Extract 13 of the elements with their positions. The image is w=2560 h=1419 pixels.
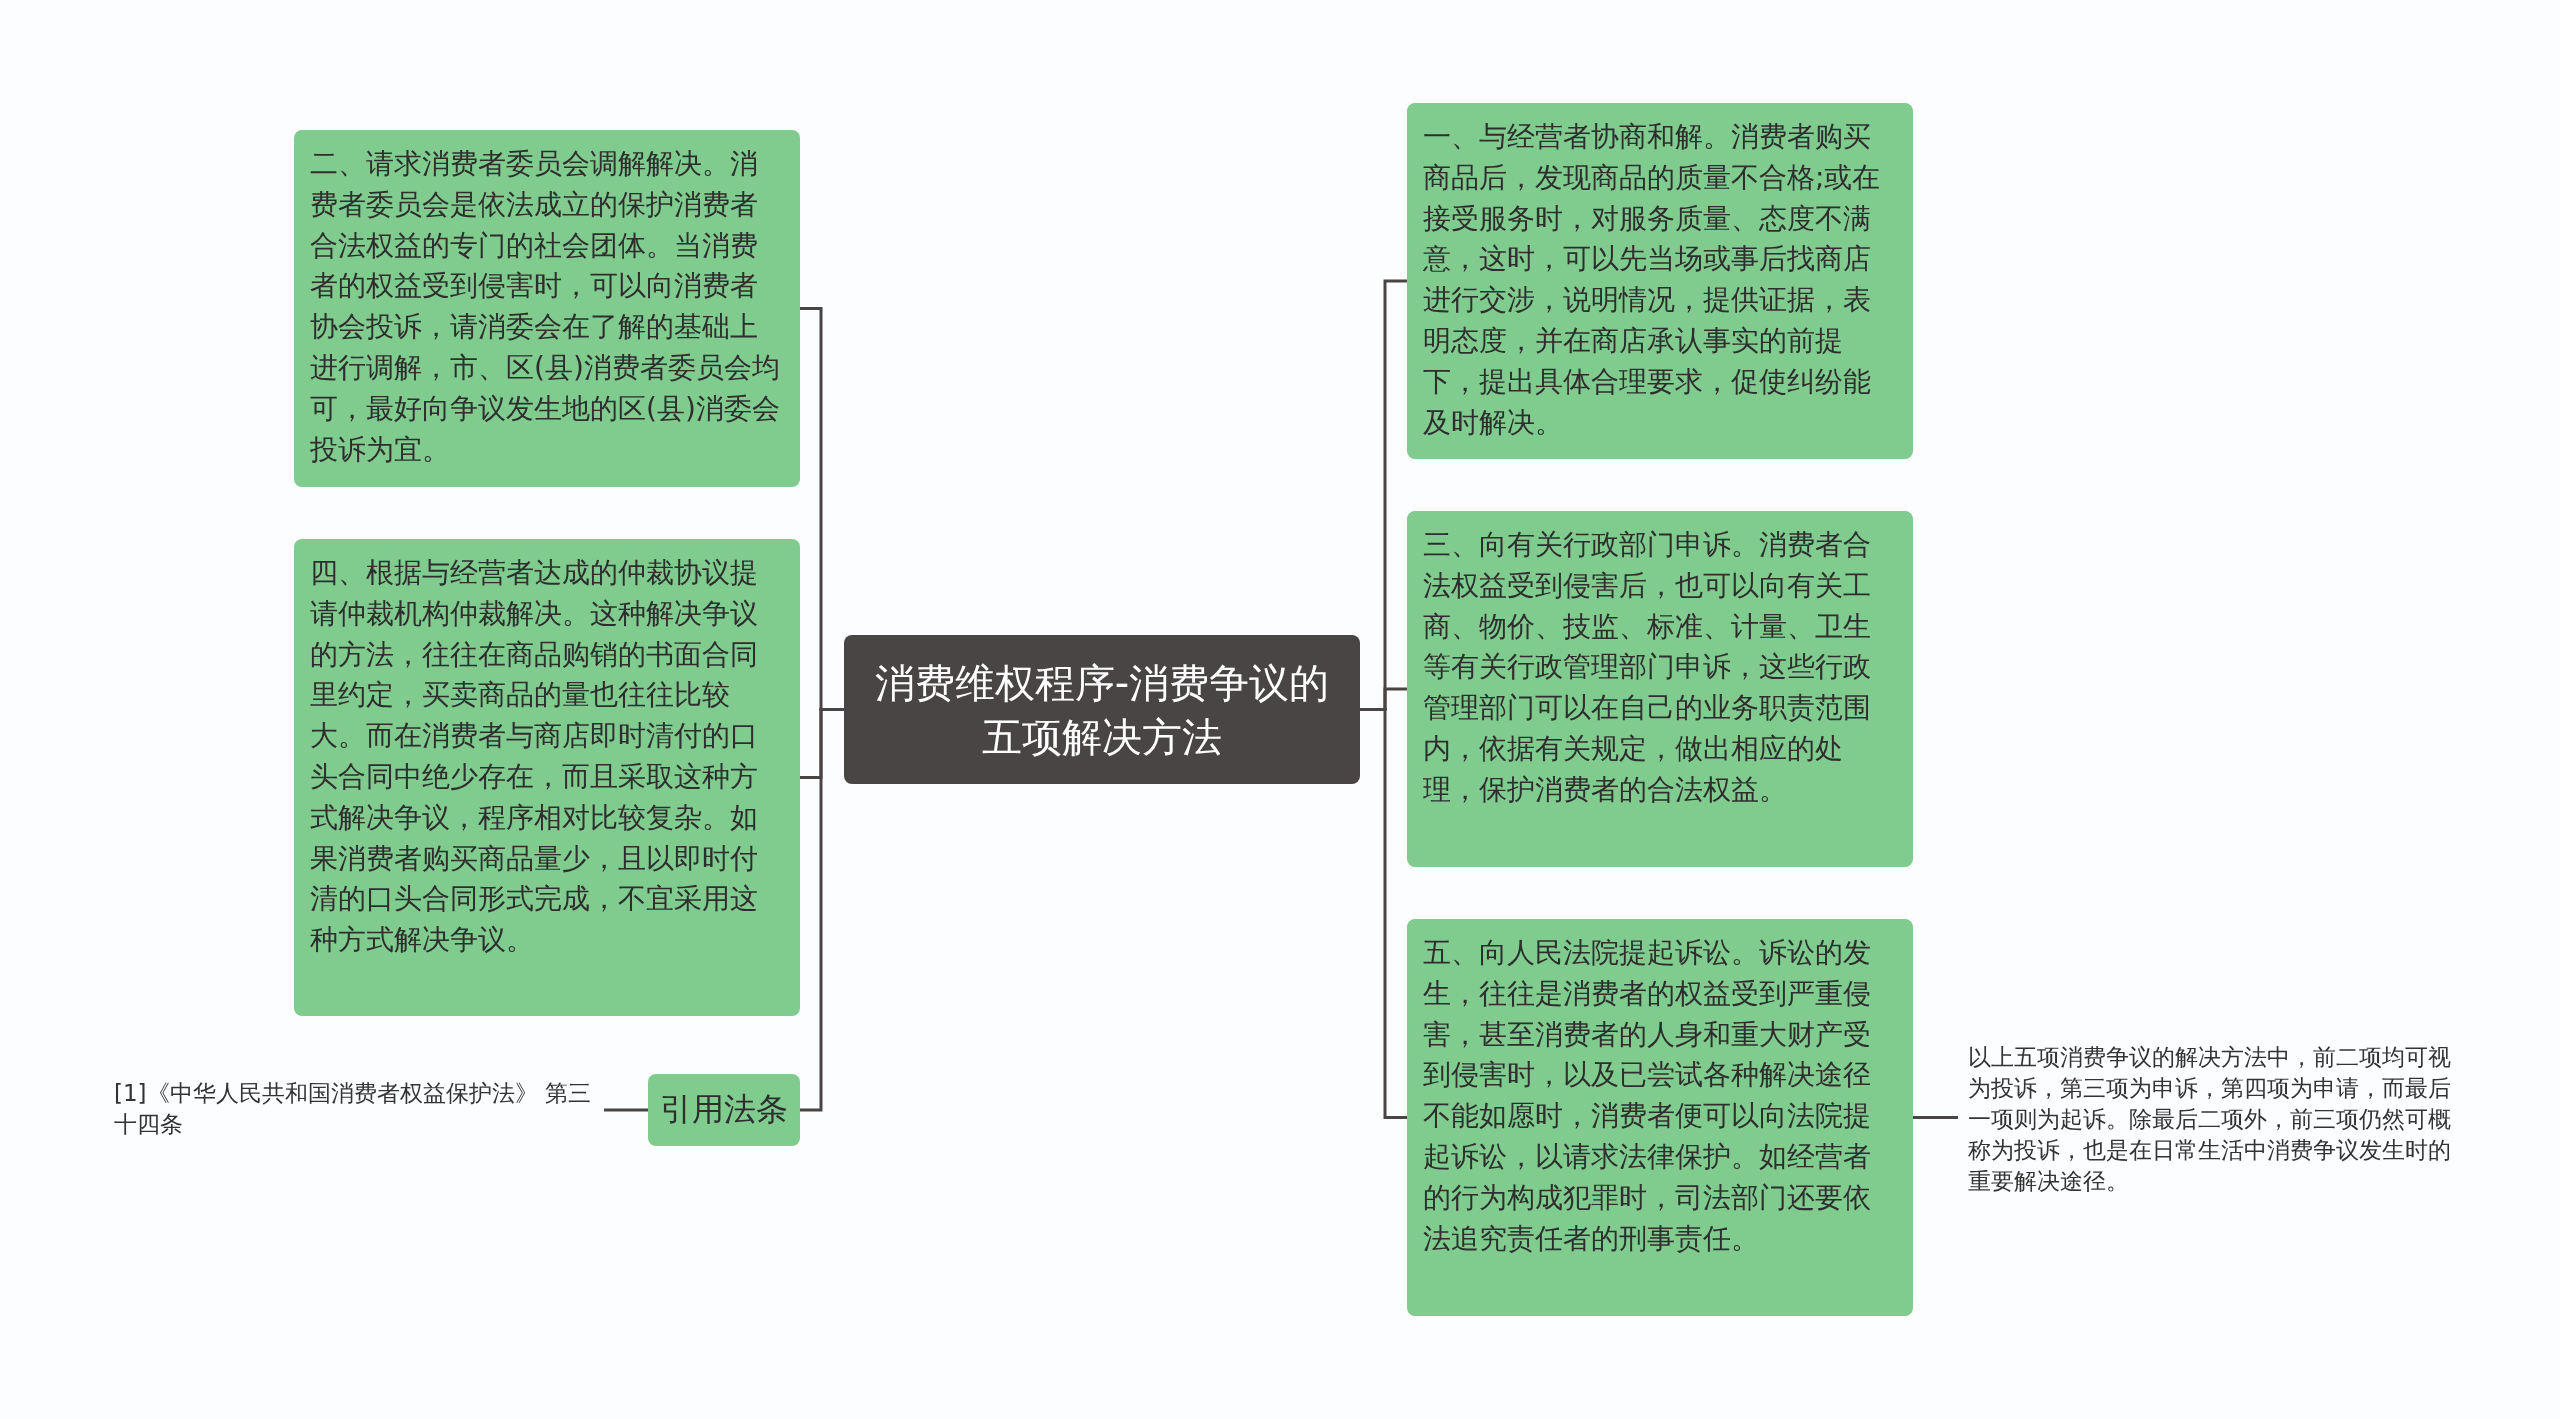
topic-box: 引用法条 [648,1074,800,1146]
connector-line [604,1108,648,1112]
connector-line [1360,708,1407,1119]
connector-line [1913,1116,1958,1119]
central-topic-box: 消费维权程序-消费争议的五项解决方法 [844,635,1360,784]
topic-box: 五、向人民法院提起诉讼。诉讼的发生，往往是消费者的权益受到严重侵害，甚至消费者的人身和重大财产受到侵害时，以及已尝试各种解决途径不能如愿时，消费者便可以向法院提起诉讼，以请求法律保护。如经营者的行为构成犯罪时，司法部门还要依法追究责任者的刑事责任。 [1407,919,1913,1316]
topic-box: 三、向有关行政部门申诉。消费者合法权益受到侵害后，也可以向有关工商、物价、技监、标准、计量、卫生等有关行政管理部门申诉，这些行政管理部门可以在自己的业务职责范围内，依据有关规定，做出相应的处理，保护消费者的合法权益。 [1407,511,1913,867]
connector-line [800,708,844,1112]
note-text: 以上五项消费争议的解决方法中，前二项均可视为投诉，第三项为申诉，第四项为申请，而最后一项则为起诉。除最后二项外，前三项仍然可概称为投诉，也是在日常生活中消费争议发生时的重要解决途径。 [1968,1042,2458,1202]
citation-text: [1]《中华人民共和国消费者权益保护法》 第三十四条 [114,1078,594,1144]
topic-box: 一、与经营者协商和解。消费者购买商品后，发现商品的质量不合格;或在接受服务时，对服务质量、态度不满意，这时，可以先当场或事后找商店进行交涉，说明情况，提供证据，表明态度，并在商店承认事实的前提下，提出具体合理要求，促使纠纷能及时解决。 [1407,103,1913,459]
topic-box: 四、根据与经营者达成的仲裁协议提请仲裁机构仲裁解决。这种解决争议的方法，往往在商品购销的书面合同里约定，买卖商品的量也往往比较大。而在消费者与商店即时清付的口头合同中绝少存在，而且采取这种方式解决争议，程序相对比较复杂。如果消费者购买商品量少，且以即时付清的口头合同形式完成，不宜采用这种方式解决争议。 [294,539,800,1016]
topic-box: 二、请求消费者委员会调解解决。消费者委员会是依法成立的保护消费者合法权益的专门的社会团体。当消费者的权益受到侵害时，可以向消费者协会投诉，请消委会在了解的基础上进行调解，市、区(县)消费者委员会均可，最好向争议发生地的区(县)消委会投诉为宜。 [294,130,800,487]
